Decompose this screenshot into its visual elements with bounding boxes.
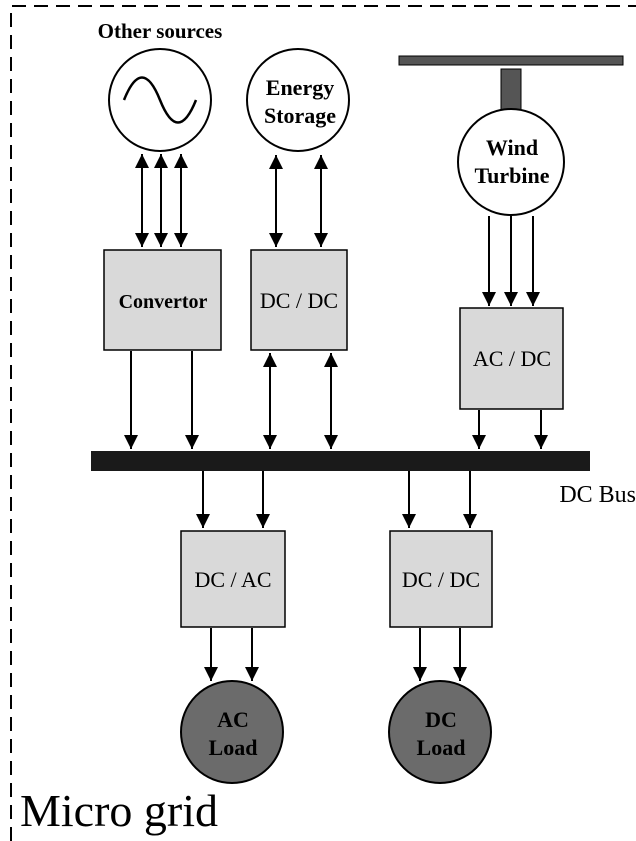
turbine-acdc-arrows bbox=[482, 216, 540, 306]
converter-bus-arrows bbox=[124, 351, 199, 449]
converter-load-arrows bbox=[204, 628, 467, 681]
ac-load-label-line1: AC bbox=[217, 707, 249, 732]
dc-bus-bar bbox=[91, 451, 590, 471]
dc-bus-label: DC Bus bbox=[559, 482, 636, 508]
dcdc-load-label: DC / DC bbox=[402, 567, 480, 592]
dcdc-load-box: DC / DC bbox=[389, 530, 493, 628]
dc-load-node: DC Load bbox=[388, 680, 492, 784]
dcac-load-label: DC / AC bbox=[194, 567, 271, 592]
other-sources-label: Other sources bbox=[98, 19, 223, 43]
acdc-wind-box: AC / DC bbox=[459, 307, 564, 410]
convertor-box: Convertor bbox=[103, 249, 222, 351]
wind-turbine-label-line2: Turbine bbox=[474, 163, 549, 188]
convertor-label: Convertor bbox=[119, 291, 208, 313]
dcdc-storage-box: DC / DC bbox=[250, 249, 348, 351]
dc-load-label-line1: DC bbox=[425, 707, 457, 732]
acdc-wind-label: AC / DC bbox=[473, 346, 551, 371]
ac-load-node: AC Load bbox=[180, 680, 284, 784]
dcdc-storage-label: DC / DC bbox=[260, 288, 338, 313]
dcac-load-box: DC / AC bbox=[180, 530, 286, 628]
wind-turbine-icon: Wind Turbine bbox=[398, 55, 624, 216]
energy-storage-node: Energy Storage bbox=[246, 48, 350, 152]
bus-load-arrows bbox=[196, 471, 477, 528]
microgrid-title: Micro grid bbox=[20, 785, 218, 836]
energy-storage-label-line2: Storage bbox=[264, 103, 336, 128]
dcdc-bus-arrows bbox=[263, 353, 338, 449]
storage-dcdc-arrows bbox=[269, 155, 328, 247]
ac-load-label-line2: Load bbox=[209, 735, 258, 760]
acdc-bus-arrows bbox=[472, 410, 548, 449]
source-converter-arrows bbox=[135, 154, 188, 247]
ac-source-icon bbox=[108, 48, 212, 152]
energy-storage-label-line1: Energy bbox=[266, 75, 334, 100]
dc-load-label-line2: Load bbox=[417, 735, 466, 760]
wind-turbine-label-line1: Wind bbox=[486, 135, 538, 160]
